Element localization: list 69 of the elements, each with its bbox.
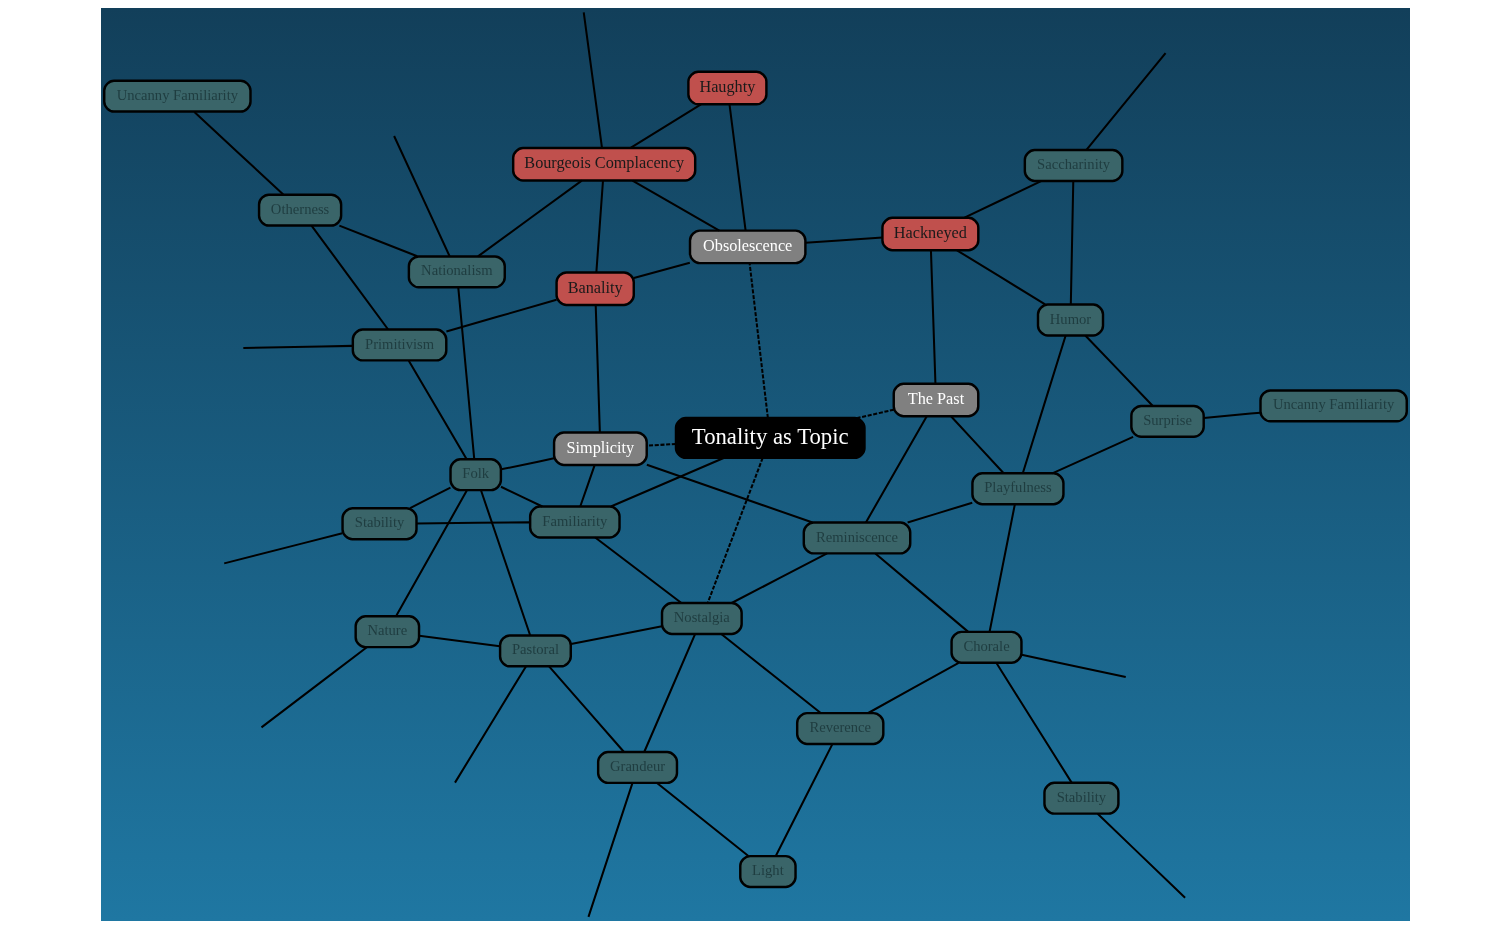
connector: [582, 12, 603, 149]
node-box: Tonality as Topic: [674, 416, 866, 460]
connector: [419, 634, 501, 648]
connector: [393, 135, 451, 257]
connector: [728, 104, 747, 231]
connector: [446, 298, 557, 333]
connector: [310, 225, 389, 331]
connector: [395, 489, 468, 617]
connector: [587, 782, 634, 918]
connector: [1203, 411, 1261, 419]
connector: [1085, 52, 1167, 151]
connector: [656, 782, 750, 857]
connector: [193, 111, 284, 196]
connector: [339, 224, 418, 258]
connector: [594, 536, 683, 604]
connector: [631, 179, 720, 232]
connector: [457, 287, 476, 460]
connector: [243, 344, 353, 350]
connector: [407, 360, 468, 460]
node-box: The Past: [892, 382, 980, 418]
connector: [1021, 335, 1067, 474]
connector: [950, 415, 1005, 474]
node-box: Obsolescence: [688, 229, 807, 265]
connector: [594, 305, 601, 433]
connector: [1021, 653, 1126, 678]
connector: [579, 464, 596, 507]
connector: [477, 179, 583, 258]
connector: [630, 103, 702, 149]
connector: [416, 521, 531, 525]
connector: [501, 457, 555, 471]
connector: [720, 633, 822, 714]
connector: [929, 250, 937, 384]
connector: [633, 261, 691, 280]
connector: [1096, 813, 1186, 899]
connector: [1069, 181, 1075, 305]
connector: [1084, 334, 1154, 407]
connector: [865, 415, 928, 523]
connector: [867, 661, 960, 714]
node-box: Banality: [555, 271, 635, 307]
node-box: Simplicity: [552, 431, 648, 467]
connector: [995, 662, 1073, 784]
connector: [409, 486, 451, 510]
connector: [988, 504, 1016, 632]
connector: [748, 263, 769, 418]
connector: [964, 180, 1042, 219]
connector: [223, 532, 343, 565]
connector: [548, 665, 625, 753]
connector: [610, 457, 725, 508]
connector: [774, 743, 834, 857]
node-box: Bourgeois Complacency: [511, 146, 697, 182]
connector: [260, 646, 368, 729]
connector: [907, 501, 973, 524]
connector: [454, 665, 527, 784]
connector: [857, 408, 894, 420]
connector: [646, 442, 676, 447]
node-box: Hackneyed: [881, 216, 980, 252]
connector: [595, 180, 604, 273]
connector: [731, 552, 828, 604]
connector: [570, 625, 663, 645]
connector: [500, 485, 543, 508]
connector: [1051, 435, 1134, 475]
connector: [874, 552, 969, 633]
connector: [646, 463, 813, 524]
connector: [805, 236, 883, 244]
node-box: Haughty: [687, 70, 768, 106]
connector: [706, 457, 764, 604]
connector: [643, 633, 696, 753]
connector: [956, 249, 1046, 306]
connector: [480, 489, 532, 636]
